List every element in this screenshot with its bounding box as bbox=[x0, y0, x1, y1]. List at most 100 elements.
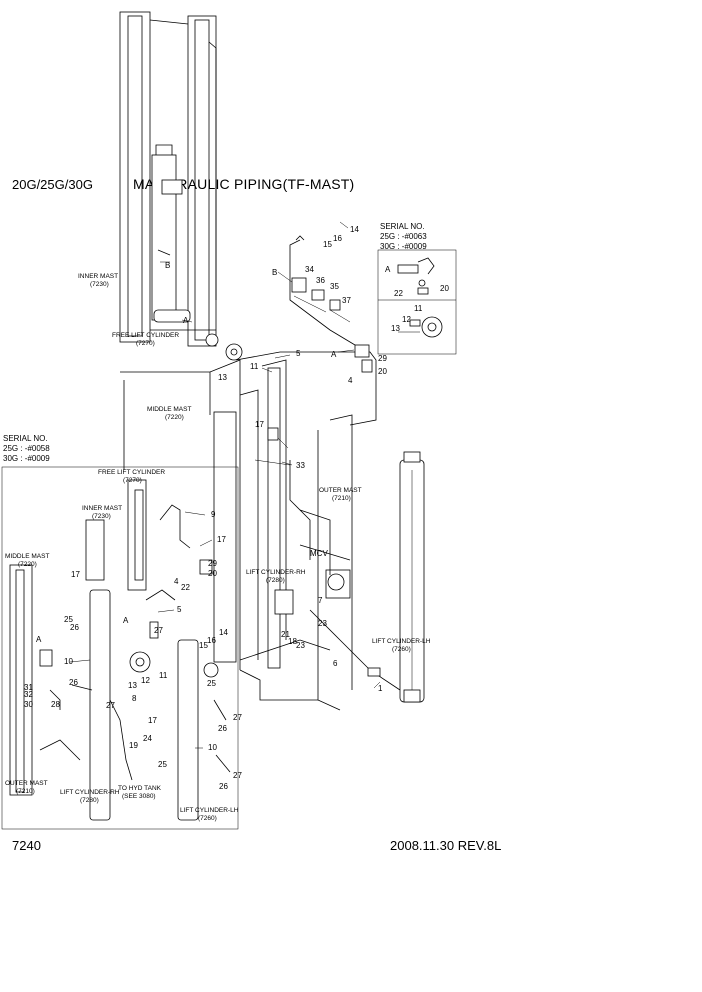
label-outer-mast-main: OUTER MAST bbox=[319, 487, 362, 494]
callout-26-c: 26 bbox=[218, 724, 227, 733]
callout-29-main: 29 bbox=[378, 354, 387, 363]
callout-13-left: 13 bbox=[128, 681, 137, 690]
callout-14: 14 bbox=[350, 225, 359, 234]
code-free-lift-left: (7270) bbox=[123, 477, 142, 484]
callout-27-a: 27 bbox=[154, 626, 163, 635]
code-outer-mast-left: (7210) bbox=[16, 788, 35, 795]
callout-14-left: 14 bbox=[219, 628, 228, 637]
ref-b-inner: B bbox=[165, 261, 170, 270]
callout-17-b: 17 bbox=[71, 570, 80, 579]
model-label: 20G/25G/30G bbox=[12, 177, 93, 192]
callout-18: 18 bbox=[288, 637, 297, 646]
callout-5-main: 5 bbox=[296, 349, 301, 358]
callout-17-c: 17 bbox=[148, 716, 157, 725]
callout-21: 21 bbox=[281, 630, 290, 639]
callout-10-a: 10 bbox=[64, 657, 73, 666]
label-inner-mast-left: INNER MAST bbox=[82, 505, 122, 512]
ref-a-inset: A bbox=[385, 265, 391, 274]
callout-4-left: 4 bbox=[174, 577, 179, 586]
callout-13-inset: 13 bbox=[391, 324, 400, 333]
callout-15: 15 bbox=[323, 240, 332, 249]
callout-33: 33 bbox=[296, 461, 305, 470]
callout-22-left: 22 bbox=[181, 583, 190, 592]
serial-inset-left bbox=[1, 466, 239, 830]
label-lift-rh-left: LIFT CYLINDER-RH bbox=[60, 789, 120, 796]
callout-19: 19 bbox=[129, 741, 138, 750]
callout-9: 9 bbox=[211, 510, 216, 519]
label-see-3080: (SEE 3080) bbox=[122, 793, 156, 800]
ref-a-main: A bbox=[331, 350, 337, 359]
callout-13-main: 13 bbox=[218, 373, 227, 382]
callout-20-main: 20 bbox=[378, 367, 387, 376]
serial-top-line2: 30G : -#0009 bbox=[380, 242, 427, 251]
callout-16-left: 16 bbox=[207, 636, 216, 645]
serial-left-line1: 25G : -#0058 bbox=[3, 444, 50, 453]
label-free-lift-top: FREE LIFT CYLINDER bbox=[112, 332, 179, 339]
code-lift-rh-main: (7280) bbox=[266, 577, 285, 584]
callout-34: 34 bbox=[305, 265, 314, 274]
callout-12-left: 12 bbox=[141, 676, 150, 685]
callout-17-main: 17 bbox=[255, 420, 264, 429]
code-outer-mast-main: (7210) bbox=[332, 495, 351, 502]
callout-32: 32 bbox=[24, 690, 33, 699]
label-lift-lh-main: LIFT CYLINDER-LH bbox=[372, 638, 431, 645]
label-inner-mast-top: INNER MAST bbox=[78, 273, 118, 280]
callout-25-b: 25 bbox=[207, 679, 216, 688]
callout-5-left: 5 bbox=[177, 605, 182, 614]
label-lift-rh-main: LIFT CYLINDER-RH bbox=[246, 569, 306, 576]
code-middle-mast-left: (7220) bbox=[18, 561, 37, 568]
leader-lines bbox=[69, 221, 381, 749]
ref-a-inner: A bbox=[183, 316, 189, 325]
callout-25-c: 25 bbox=[158, 760, 167, 769]
callout-8: 8 bbox=[132, 694, 137, 703]
serial-inset-top bbox=[377, 249, 457, 355]
callout-16: 16 bbox=[333, 234, 342, 243]
callout-35: 35 bbox=[330, 282, 339, 291]
callout-20-inset: 20 bbox=[440, 284, 449, 293]
middle-outer-mast-drawing bbox=[120, 235, 401, 711]
callout-23-main-a: 23 bbox=[318, 619, 327, 628]
code-lift-rh-left: (7280) bbox=[80, 797, 99, 804]
callout-31: 31 bbox=[24, 683, 33, 692]
callout-15-left: 15 bbox=[199, 641, 208, 650]
callout-11-inset: 11 bbox=[414, 304, 423, 313]
callout-11-left: 11 bbox=[159, 671, 168, 680]
label-mcv: MCV bbox=[310, 549, 328, 558]
callout-24: 24 bbox=[143, 734, 152, 743]
code-inner-mast-top: (7230) bbox=[90, 281, 109, 288]
callout-30: 30 bbox=[24, 700, 33, 709]
callout-29-left: 29 bbox=[208, 559, 217, 568]
callout-37: 37 bbox=[342, 296, 351, 305]
callout-12-inset: 12 bbox=[402, 315, 411, 324]
lift-cylinder-lh-drawing bbox=[399, 451, 425, 703]
callout-17-a: 17 bbox=[217, 535, 226, 544]
serial-top-line1: 25G : -#0063 bbox=[380, 232, 427, 241]
serial-left-title: SERIAL NO. bbox=[3, 434, 48, 443]
inner-mast-drawing bbox=[119, 11, 219, 347]
page-number: 7240 bbox=[12, 838, 41, 853]
serial-top-title: SERIAL NO. bbox=[380, 222, 425, 231]
label-outer-mast-left: OUTER MAST bbox=[5, 780, 48, 787]
ref-a-left-b: A bbox=[36, 635, 42, 644]
callout-28: 28 bbox=[51, 700, 60, 709]
code-inner-mast-left: (7230) bbox=[92, 513, 111, 520]
code-free-lift-top: (7270) bbox=[136, 340, 155, 347]
callout-20-left: 20 bbox=[208, 569, 217, 578]
callout-1: 1 bbox=[378, 684, 383, 693]
ref-b-main: B bbox=[272, 268, 277, 277]
callout-6: 6 bbox=[333, 659, 338, 668]
callout-11-main: 11 bbox=[250, 362, 259, 371]
serial-left-line2: 30G : -#0009 bbox=[3, 454, 50, 463]
callout-36: 36 bbox=[316, 276, 325, 285]
callout-10-b: 10 bbox=[208, 743, 217, 752]
code-lift-lh-left: (7260) bbox=[198, 815, 217, 822]
callout-26-a: 26 bbox=[70, 623, 79, 632]
callout-25-a: 25 bbox=[64, 615, 73, 624]
label-to-hyd-tank: TO HYD TANK bbox=[118, 785, 162, 792]
label-middle-mast-main: MIDDLE MAST bbox=[147, 406, 191, 413]
callout-7: 7 bbox=[318, 596, 323, 605]
label-middle-mast-left: MIDDLE MAST bbox=[5, 553, 49, 560]
callout-27-c: 27 bbox=[233, 713, 242, 722]
code-middle-mast-main: (7220) bbox=[165, 414, 184, 421]
